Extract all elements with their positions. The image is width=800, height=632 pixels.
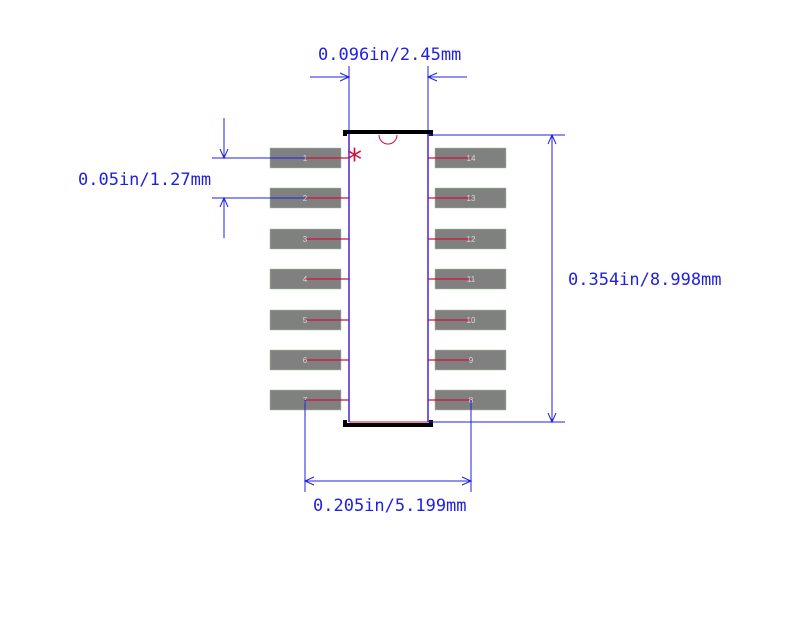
pad-11: 11 (428, 268, 507, 290)
silk-top-bar (343, 130, 433, 136)
pin-number: 12 (467, 235, 476, 244)
pin-number: 4 (303, 275, 308, 284)
dim-span-label: 0.205in/5.199mm (313, 496, 467, 516)
dim-body-length (428, 133, 565, 424)
pad-6: 6 (269, 349, 349, 371)
pad-8: 8 (428, 389, 507, 411)
pad-14: 14 (428, 147, 507, 169)
pin-number: 10 (467, 316, 476, 325)
pin-number: 2 (303, 194, 308, 203)
pin-number: 9 (469, 356, 474, 365)
pad-7: 7 (269, 389, 349, 411)
pad-3: 3 (269, 228, 349, 250)
dim-body-width-label: 0.096in/2.45mm (318, 45, 461, 65)
pad-12: 12 (428, 228, 507, 250)
pin1-marker: * (347, 143, 362, 178)
pad-9: 9 (428, 349, 507, 371)
pad-4: 4 (269, 268, 349, 290)
pin-number: 13 (467, 194, 476, 203)
pin-number: 1 (303, 154, 308, 163)
dim-pitch (212, 118, 305, 238)
dim-span (303, 400, 473, 492)
dim-body-length-label: 0.354in/8.998mm (568, 270, 722, 290)
pad-10: 10 (428, 309, 507, 331)
pin-number: 11 (467, 275, 476, 284)
pin-number: 3 (303, 235, 308, 244)
pad-1: 1 (269, 147, 349, 169)
dim-pitch-label: 0.05in/1.27mm (78, 170, 211, 190)
pin-number: 6 (303, 356, 308, 365)
pin-number: 5 (303, 316, 308, 325)
pad-13: 13 (428, 187, 507, 209)
pin1-notch (378, 134, 398, 145)
dim-body-width (310, 66, 467, 130)
pad-5: 5 (269, 309, 349, 331)
pin-number: 14 (467, 154, 476, 163)
